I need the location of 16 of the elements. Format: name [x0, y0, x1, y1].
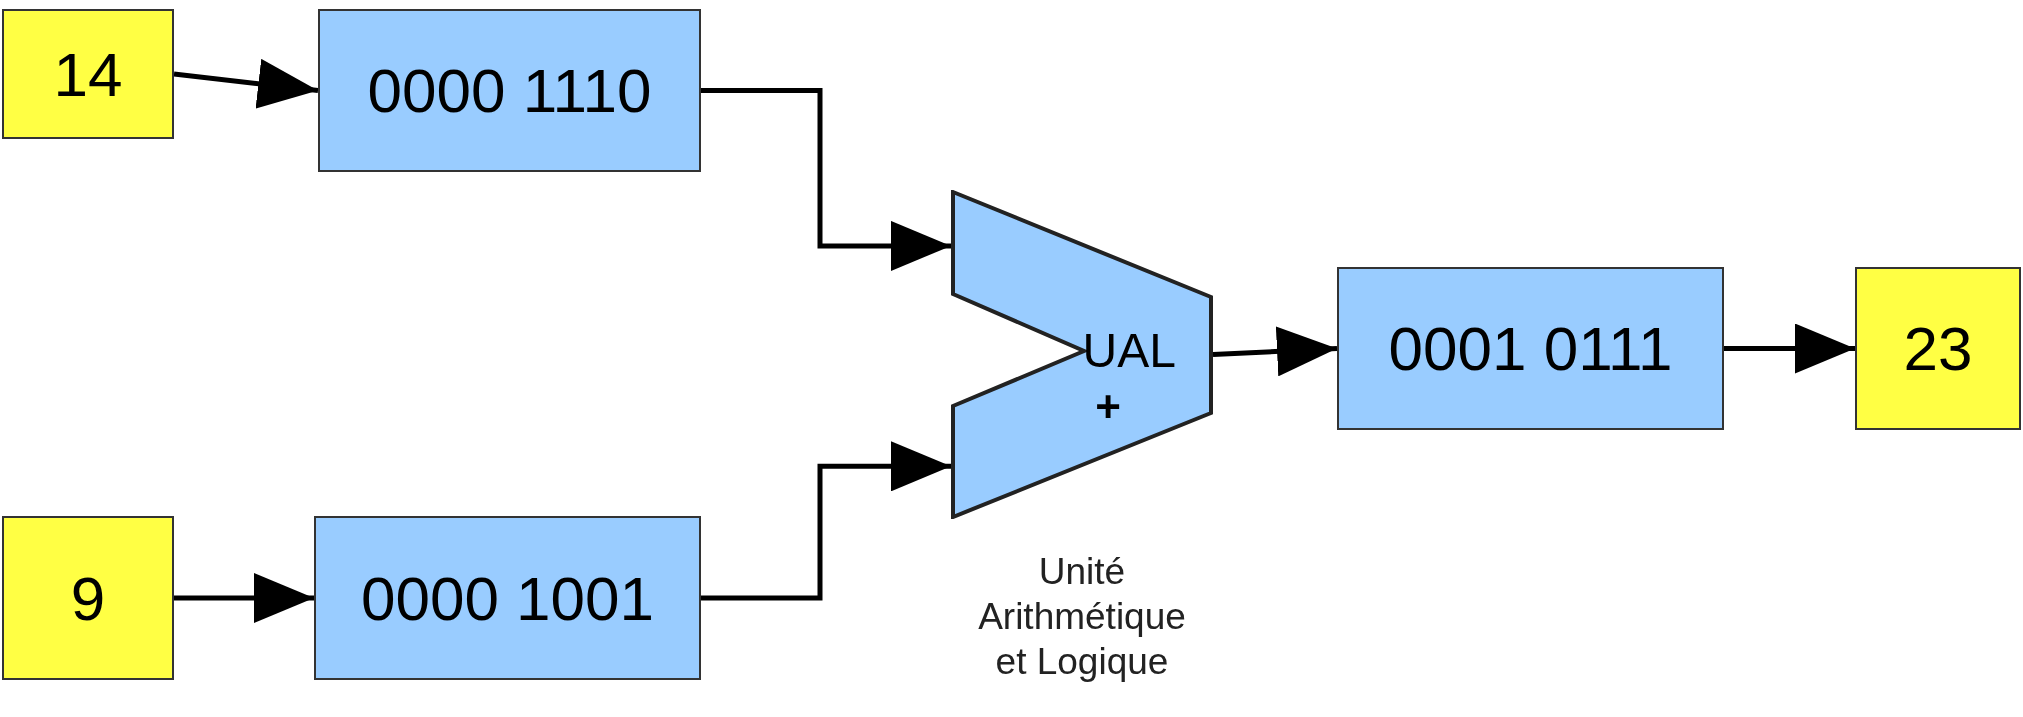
arrow: [701, 441, 951, 601]
arrow: [173, 58, 319, 109]
arrow: [1724, 323, 1855, 374]
register-box: 0001 0111: [1337, 267, 1724, 430]
arrow: [1212, 326, 1338, 377]
plus-sign: +: [1095, 385, 1122, 430]
input-box: 14: [2, 9, 174, 139]
alu-block: [951, 190, 1213, 519]
arrow: [174, 573, 314, 623]
alu-label: UAL: [1082, 327, 1176, 376]
input-box: 9: [2, 516, 174, 680]
arrow: [701, 88, 951, 271]
output-box: 23: [1855, 267, 2021, 430]
register-box: 0000 1001: [314, 516, 701, 680]
block-caption: Unité Arithmétique et Logique: [977, 550, 1187, 685]
register-box: 0000 1110: [318, 9, 701, 172]
